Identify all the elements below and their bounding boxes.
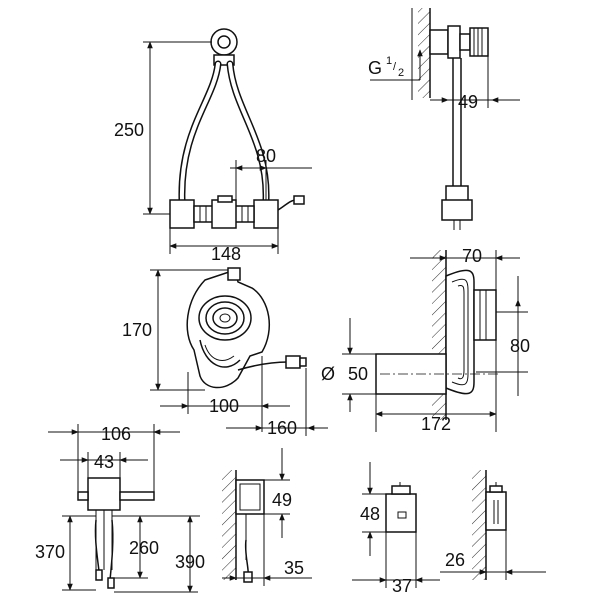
- dim-cable-length: 160: [267, 418, 297, 438]
- dim-mount-mid: 260: [129, 538, 159, 558]
- top-connector: [210, 28, 238, 56]
- dim-siphon-height: 170: [122, 320, 152, 340]
- dim-box-depth: 49: [272, 490, 292, 510]
- wall-box-view: 49 35: [222, 448, 312, 586]
- module-body: [385, 493, 417, 533]
- module-front-view: 48 37: [352, 462, 440, 596]
- valve-right-body: [253, 199, 279, 229]
- siphon-view: 170 100 160: [122, 267, 328, 438]
- mounting-frame-view: 106 43 370 260 390: [35, 424, 205, 593]
- dim-hose-height: 250: [114, 120, 144, 140]
- dim-siphon-width: 100: [209, 396, 239, 416]
- dim-module-height: 48: [360, 504, 380, 524]
- dim-outlet-diameter: 80: [510, 336, 530, 356]
- dim-mount-width: 106: [101, 424, 131, 444]
- siphon-body: [186, 269, 270, 389]
- thread-nut: [429, 29, 449, 55]
- dim-outlet-depth: 70: [462, 246, 482, 266]
- thread-label-den: 2: [398, 67, 404, 79]
- thread-label-num: 1: [386, 55, 392, 67]
- valve-left-body: [169, 199, 195, 229]
- dim-box-offset: 35: [284, 558, 304, 578]
- dim-mount-inner: 43: [94, 452, 114, 472]
- thread-label-g: G: [368, 58, 382, 78]
- dim-outlet-length: 172: [421, 414, 451, 434]
- outlet-flange: [445, 269, 475, 395]
- dim-tube-diameter: 50: [348, 364, 368, 384]
- dim-mount-total: 370: [35, 542, 65, 562]
- dim-module-depth: 26: [445, 550, 465, 570]
- module-side-body: [485, 491, 507, 531]
- wall-outlet-view: 70 80 Ø 50 172: [321, 246, 530, 434]
- mount-box: [87, 477, 121, 511]
- dim-mount-low: 390: [175, 552, 205, 572]
- dim-diameter-symbol: Ø: [321, 364, 335, 384]
- dim-thread-offset: 49: [458, 92, 478, 112]
- dim-hose-spacing: 80: [256, 146, 276, 166]
- svg-text:/: /: [393, 61, 397, 73]
- thread-connector-view: G 1 / 2 49: [368, 8, 520, 230]
- module-side-view: 26: [440, 470, 546, 580]
- siphon-cable: [237, 361, 289, 371]
- hose-valve-view: 250 80 148: [114, 28, 312, 264]
- dim-module-width: 37: [392, 576, 412, 596]
- wall-box: [235, 479, 265, 515]
- dim-valve-width: 148: [211, 244, 241, 264]
